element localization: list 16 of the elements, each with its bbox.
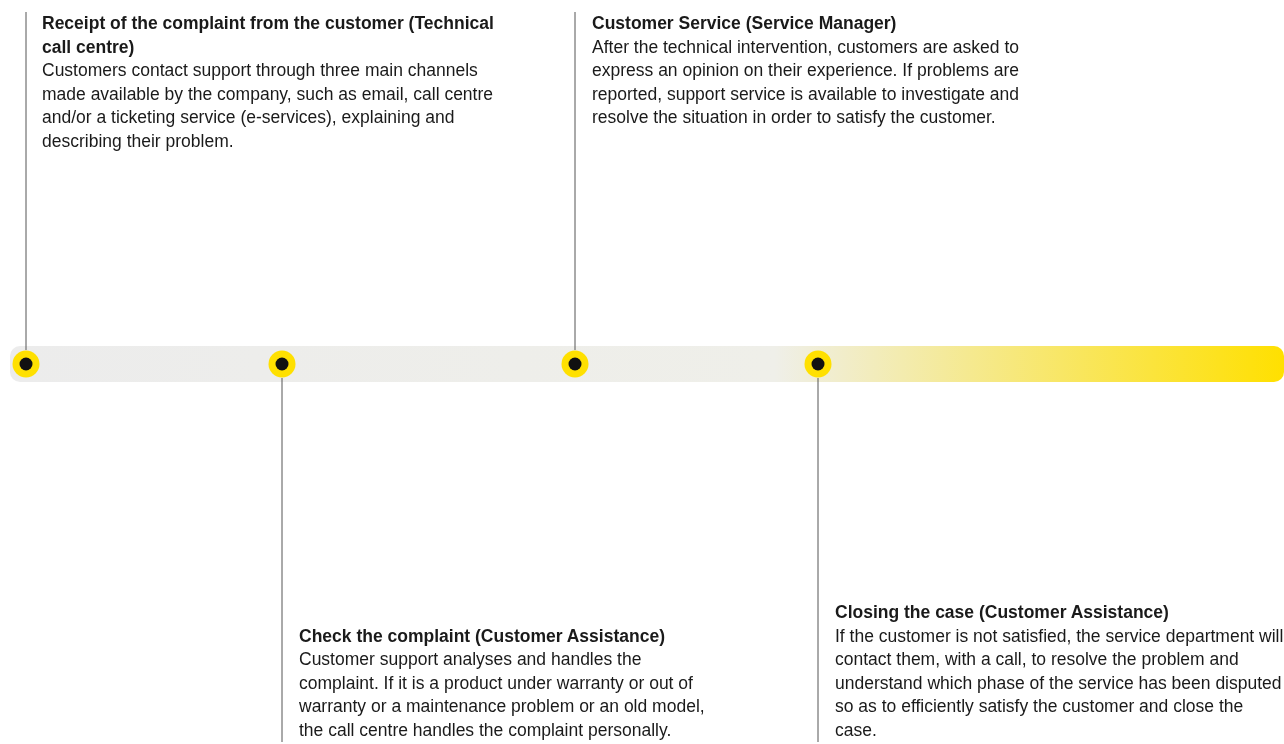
step-heading: Closing the case (Customer Assistance) — [835, 601, 1170, 624]
step-description: If the customer is not satisfied, the service department will contact them, with a call, to resolve the problem and understand which phase of the service has been disputed so as to efficiently satisfy the customer and close the case. — [835, 624, 1284, 742]
step-heading: Customer Service (Service Manager) — [592, 12, 898, 35]
step-description: Customer support analyses and handles the complaint. If it is a product under warranty or out of warranty or a maintenance problem or an old model, the call centre handles the complaint personally. — [299, 648, 706, 742]
leader-line — [574, 11, 576, 351]
step-heading: Check the complaint (Customer Assistance) — [299, 624, 666, 648]
leader-line — [817, 377, 819, 743]
leader-line — [25, 11, 27, 351]
step-description: Customers contact support through three main channels made available by the company, such as email, call centre and/or a ticketing service (e-services), explaining and describing their problem. — [42, 59, 495, 153]
timeline-dot — [268, 350, 296, 378]
timeline-dot — [804, 350, 832, 378]
leader-line — [281, 377, 283, 743]
timeline-dot — [561, 350, 589, 378]
step-description: After the technical intervention, customers are asked to express an opinion on their experience. If problems are reported, support service is available to investigate and resolve the situation in order to satisfy the customer. — [592, 35, 1021, 129]
step-heading: Receipt of the complaint from the customer (Technical call centre) — [42, 12, 495, 59]
timeline-dot — [12, 350, 40, 378]
